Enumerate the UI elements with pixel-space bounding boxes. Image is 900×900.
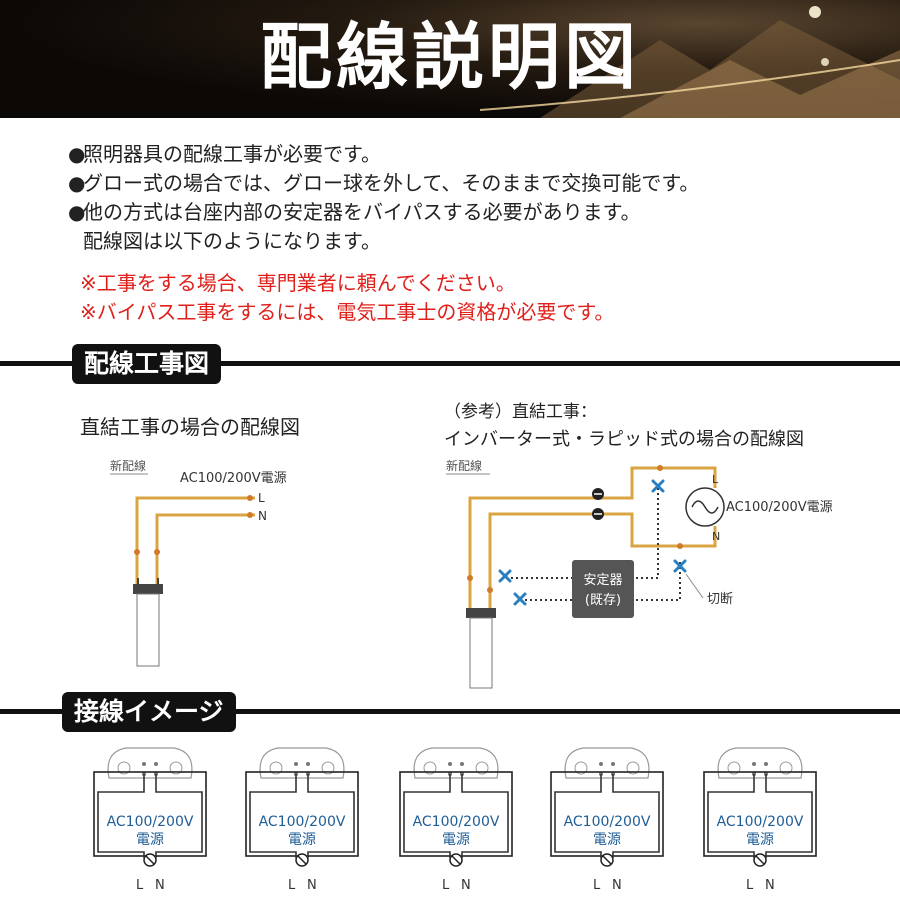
fixture-wire [97, 774, 145, 858]
section-label-connection: 接線イメージ [62, 692, 236, 732]
note-continuation: 配線図は以下のようになります。 [83, 229, 381, 253]
warning-text: ※バイパス工事をするには、電気工事士の資格が必要です。 [80, 300, 615, 324]
fixture-l-label: L [593, 878, 601, 893]
fixture-power-label-2: 電源 [136, 832, 164, 848]
fixture-l-label: L [442, 878, 450, 893]
cut-mark-icon [673, 559, 687, 573]
n-label: N [712, 530, 720, 543]
fixture-power-label-2: 電源 [442, 832, 470, 848]
new-wire-label: 新配線 [446, 458, 482, 473]
terminal-dot [154, 549, 160, 555]
fixture-l-label: L [746, 878, 754, 893]
note-item: ●他の方式は台座内部の安定器をバイパスする必要があります。 [68, 198, 699, 227]
fixture-power-label: AC100/200V [259, 814, 346, 830]
terminal-dot [677, 543, 683, 549]
fixture-wire [307, 774, 355, 858]
direct-wiring-diagram: 新配線 AC100/200V電源 L N [110, 458, 287, 667]
mountain-background [480, 6, 900, 118]
note-item: ●グロー式の場合では、グロー球を外して、そのままで交換可能です。 [68, 169, 699, 198]
section-divider [0, 709, 900, 714]
left-diagram-title: 直結工事の場合の配線図 [80, 415, 300, 439]
terminal-dot [487, 587, 493, 593]
wiring-diagrams: 新配線 AC100/200V電源 L N 新配線 L N AC100/200V電… [110, 458, 833, 689]
wire-n [488, 512, 717, 610]
fixture-l-label: L [288, 878, 296, 893]
warnings: ※工事をする場合、専門業者に頼んでください。 ※バイパス工事をするには、電気工事… [80, 269, 614, 327]
terminal-dot [467, 575, 473, 581]
warning-text: ※工事をする場合、専門業者に頼んでください。 [80, 271, 516, 295]
bullet-icon: ● [68, 142, 86, 166]
fixture-power-label: AC100/200V [107, 814, 194, 830]
cut-mark-icon [651, 479, 665, 493]
fixture-wire [612, 774, 660, 858]
lamp-tube [469, 617, 493, 689]
notes-list: ●照明器具の配線工事が必要です。 ●グロー式の場合では、グロー球を外して、そのま… [68, 140, 699, 256]
fixture-n-label: N [765, 878, 775, 893]
fixture-wire [461, 774, 509, 858]
ballast-label: 安定器 [583, 573, 622, 588]
fixture-power-label-2: 電源 [288, 832, 316, 848]
right-diagram-title-2: インバーター式・ラピッド式の場合の配線図 [444, 429, 804, 450]
ballast-label-2: (既存) [585, 593, 621, 608]
fixture-wire [155, 774, 203, 858]
wire-l [135, 496, 255, 586]
l-label: L [712, 473, 719, 486]
power-label: AC100/200V電源 [180, 471, 287, 486]
bullet-icon: ● [68, 200, 86, 224]
fixture-wire [554, 774, 602, 858]
note-item: ●照明器具の配線工事が必要です。 [68, 140, 699, 169]
l-label: L [258, 491, 265, 505]
section-divider [0, 361, 900, 366]
terminal-dot [134, 549, 140, 555]
wire-n [155, 513, 255, 586]
fixture-power-label: AC100/200V [717, 814, 804, 830]
page-title: 配線説明図 [259, 15, 640, 99]
fixture-power-label: AC100/200V [413, 814, 500, 830]
fixture-wire [249, 774, 297, 858]
fixture-power-label-2: 電源 [593, 832, 621, 848]
fixture-n-label: N [612, 878, 622, 893]
header-banner: 配線説明図 [0, 0, 900, 118]
new-wire-label: 新配線 [110, 458, 146, 473]
fixture-power-label-2: 電源 [746, 832, 774, 848]
fixture-l-label: L [136, 878, 144, 893]
fixture-n-label: N [307, 878, 317, 893]
section-label-wiring: 配線工事図 [72, 344, 222, 384]
power-label: AC100/200V電源 [726, 500, 833, 515]
n-label: N [258, 509, 267, 523]
lamp-cap [133, 584, 163, 594]
lamp-cap [466, 608, 496, 618]
cut-mark-icon [513, 592, 527, 606]
bullet-icon: ● [68, 171, 86, 195]
fixture-n-label: N [461, 878, 471, 893]
fixture-wire [403, 774, 451, 858]
right-diagram-title-1: （参考）直結工事： [444, 402, 597, 422]
inverter-wiring-diagram: 新配線 L N AC100/200V電源 安定器 (既存) 切断 [446, 458, 833, 689]
fixture-wire [765, 774, 813, 858]
terminal-dot [247, 512, 253, 518]
fixture-n-label: N [155, 878, 165, 893]
lamp-tube [136, 593, 160, 667]
wire-l [468, 466, 717, 610]
cut-mark-icon [498, 569, 512, 583]
ballast-box [572, 560, 634, 618]
fixture-power-label: AC100/200V [564, 814, 651, 830]
fixture-wire [707, 774, 755, 858]
terminal-dot [247, 495, 253, 501]
cut-label: 切断 [707, 592, 733, 607]
terminal-dot [657, 465, 663, 471]
